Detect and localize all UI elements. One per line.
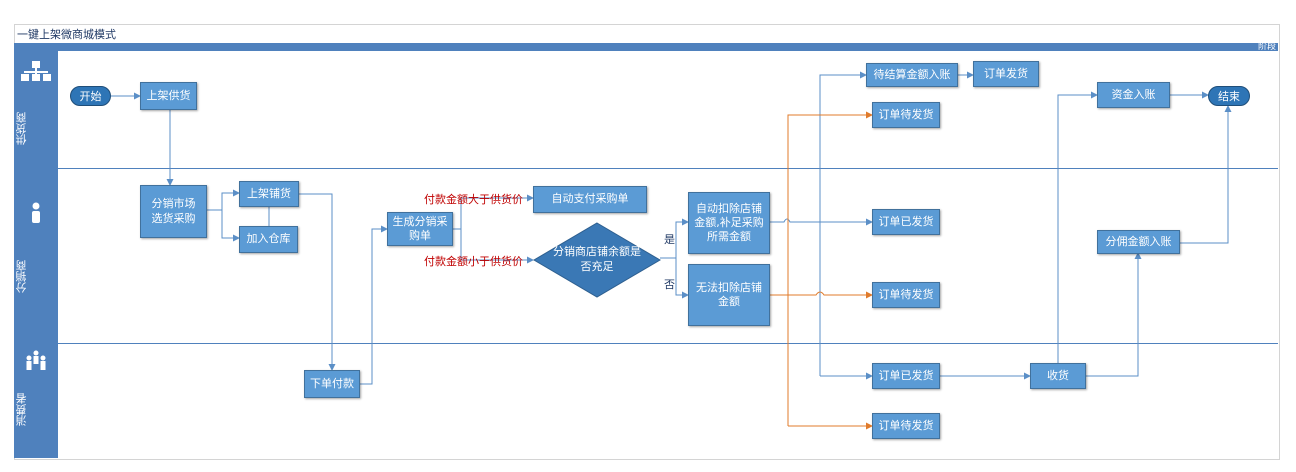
place-order-step: 下单付款	[304, 370, 360, 398]
add-warehouse-step: 加入仓库	[239, 226, 298, 253]
order-ship-step: 订单发货	[973, 61, 1039, 87]
list-store-step: 上架铺货	[239, 181, 299, 207]
decision-diamond	[533, 222, 661, 298]
end-terminal: 结束	[1208, 86, 1250, 106]
create-po-step: 生成分销采 购单	[387, 212, 453, 246]
yes-label: 是	[664, 233, 675, 246]
person-icon	[32, 202, 40, 223]
condition-less-label: 付款金额小于供货价	[424, 255, 523, 268]
start-terminal: 开始	[70, 86, 111, 106]
market-select-step: 分销市场 选货采购	[140, 185, 207, 238]
await-ship-step-2: 订单待发货	[872, 282, 940, 308]
group-icon	[26, 350, 46, 370]
auto-deduct-step: 自动扣除店铺 金额,补足采购 所需金额	[688, 192, 770, 254]
lane-supplier: 供货商	[14, 51, 58, 168]
await-ship-step-3: 订单待发货	[872, 413, 940, 439]
pending-settle-step: 待结算金额入账	[866, 63, 958, 87]
condition-greater-label: 付款金额大于供货价	[424, 193, 523, 206]
lane-divider	[14, 343, 1278, 344]
no-label: 否	[664, 278, 675, 291]
receive-step: 收货	[1030, 363, 1086, 389]
await-ship-step-1: 订单待发货	[872, 102, 940, 128]
supplier-list-step: 上架供货	[140, 82, 197, 110]
lane-divider	[14, 168, 1278, 169]
phase-label: 阶段	[1257, 42, 1276, 52]
lane-consumer: 消费者	[14, 344, 58, 458]
funds-in-step: 资金入账	[1097, 82, 1170, 108]
shipped-step-mid: 订单已发货	[872, 209, 940, 235]
cannot-deduct-step: 无法扣除店铺 金额	[688, 264, 770, 326]
phase-bar	[14, 43, 1278, 51]
diagram-title: 一键上架微商城模式	[17, 28, 116, 41]
shipped-step-bottom: 订单已发货	[872, 363, 940, 389]
commission-in-step: 分佣金额入账	[1097, 230, 1180, 254]
auto-pay-step: 自动支付采购单	[533, 186, 647, 213]
lane-distributor: 分销商	[14, 169, 58, 343]
org-chart-icon	[21, 61, 51, 81]
decision-text: 分销商店铺余额是 否充足	[553, 245, 641, 273]
